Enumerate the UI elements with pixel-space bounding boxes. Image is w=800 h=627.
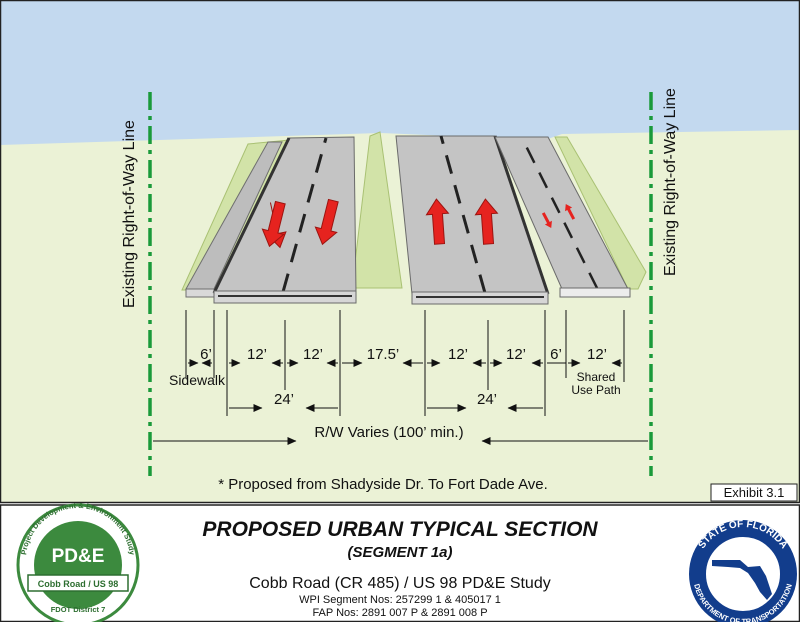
- fdot-seal-inner: [704, 535, 782, 613]
- exhibit-box: [710, 483, 798, 502]
- median-slope: [351, 131, 403, 289]
- drawing-area: Existing Right-of-Way Line Existing Righ…: [0, 0, 800, 504]
- pde-logo-banner: [27, 574, 129, 592]
- right-roadway-edge-line: [493, 135, 550, 295]
- pde-logo: Project Development & Environment Study …: [16, 501, 140, 627]
- sky: [0, 0, 800, 145]
- dim-left-roadway: 24’: [274, 391, 294, 408]
- dim-lane-4: 12’: [506, 346, 526, 363]
- fap-numbers: FAP Nos: 2891 007 P & 2891 008 P: [312, 607, 487, 619]
- footnote: * Proposed from Shadyside Dr. To Fort Da…: [218, 476, 548, 493]
- exhibit-label: Exhibit 3.1: [724, 485, 785, 500]
- dim-lane-3: 12’: [448, 346, 468, 363]
- sheet-title: PROPOSED URBAN TYPICAL SECTION: [202, 518, 598, 541]
- southbound-arrow-1-head: [261, 200, 286, 248]
- right-rw-label: Existing Right-of-Way Line: [662, 88, 679, 276]
- dim-right-roadway: 24’: [477, 391, 497, 408]
- path-arrow-down: [541, 212, 552, 228]
- sheet-subtitle: (SEGMENT 1a): [347, 544, 452, 561]
- northbound-arrow-1: [425, 198, 450, 245]
- dim-median: 17.5’: [367, 346, 400, 363]
- shared-path-label-line-2: Use Path: [571, 383, 620, 397]
- study-name: Cobb Road (CR 485) / US 98 PD&E Study: [249, 575, 550, 592]
- southbound-arrow-2: [314, 198, 339, 246]
- pde-logo-center-text: PD&E: [52, 546, 105, 567]
- dimension-lines: [153, 359, 648, 445]
- pde-logo-banner-text: Cobb Road / US 98: [38, 579, 119, 589]
- dim-buffer: 6’: [550, 346, 562, 363]
- right-roadway-lane-line: [439, 135, 487, 294]
- left-roadway-lane-line: [281, 137, 328, 293]
- dim-path: 12’: [587, 346, 607, 363]
- fdot-seal: STATE OF FLORIDA DEPARTMENT OF TRANSPORT…: [689, 519, 797, 627]
- dim-sidewalk: 6’: [200, 346, 212, 363]
- sidewalk-label: Sidewalk: [169, 372, 226, 388]
- dim-lane-1: 12’: [247, 346, 267, 363]
- shared-path-label-line-1: Shared: [577, 370, 616, 384]
- northbound-arrow-2: [474, 198, 499, 245]
- pde-logo-bottom-text: FDOT District 7: [51, 605, 106, 614]
- dim-lane-2: 12’: [303, 346, 323, 363]
- wpi-numbers: WPI Segment Nos: 257299 1 & 405017 1: [299, 594, 501, 606]
- path-slab: [559, 287, 631, 298]
- sidewalk-slab: [185, 288, 215, 298]
- florida-map-icon: [712, 560, 772, 600]
- title-block: PROPOSED URBAN TYPICAL SECTION (SEGMENT …: [0, 501, 800, 627]
- left-rw-label: Existing Right-of-Way Line: [121, 120, 138, 308]
- right-slope: [554, 136, 647, 290]
- extension-lines: [185, 310, 625, 416]
- left-roadway-edge-line: [212, 137, 291, 294]
- dim-total-rw: R/W Varies (100’ min.): [314, 424, 463, 441]
- path-arrow-up: [565, 204, 576, 220]
